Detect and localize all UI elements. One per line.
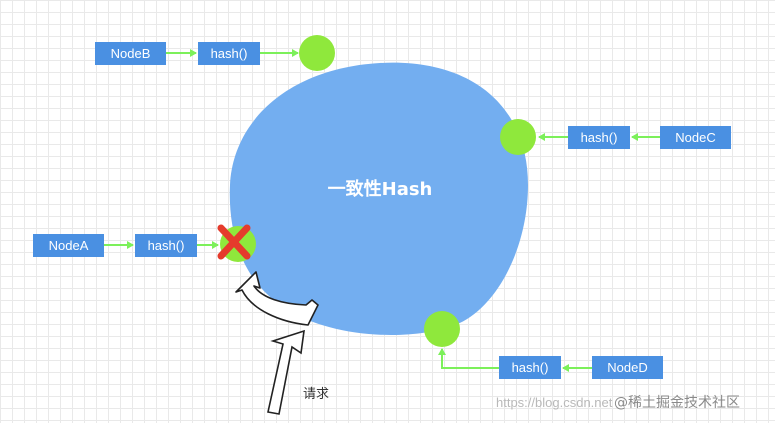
ring-label: 一致性Hash	[328, 178, 433, 200]
hash-d-label: hash()	[512, 360, 549, 375]
node-c-point	[500, 119, 536, 155]
redirect-hook	[235, 271, 319, 326]
node-c-box	[660, 126, 731, 149]
node-c-group: hash() NodeC	[500, 119, 731, 155]
node-d-label: NodeD	[607, 360, 647, 375]
hash-a-box	[135, 234, 197, 257]
node-b-group: NodeB hash()	[95, 35, 335, 71]
node-a-label: NodeA	[49, 238, 89, 253]
watermark-url: https://blog.csdn.net	[496, 395, 613, 410]
node-d-point	[424, 311, 460, 347]
node-c-label: NodeC	[675, 130, 715, 145]
node-a-box	[33, 234, 104, 257]
node-d-box	[592, 356, 663, 379]
hash-a-label: hash()	[148, 238, 185, 253]
request-arrow	[267, 329, 305, 415]
hash-c-label: hash()	[581, 130, 618, 145]
node-d-group: hash() NodeD	[424, 311, 663, 379]
node-b-label: NodeB	[111, 46, 151, 61]
cross-icon	[217, 224, 251, 260]
watermark-brand: @稀土掘金技术社区	[614, 395, 740, 411]
hash-d-box	[499, 356, 561, 379]
arrow-hash-d-to-ring	[438, 348, 499, 369]
hash-b-label: hash()	[211, 46, 248, 61]
hash-ring	[229, 62, 528, 336]
node-b-box	[95, 42, 166, 65]
node-a-group: NodeA hash()	[33, 224, 256, 262]
hash-b-box	[198, 42, 260, 65]
request-label: 请求	[303, 387, 329, 402]
node-b-point	[299, 35, 335, 71]
hash-c-box	[568, 126, 630, 149]
